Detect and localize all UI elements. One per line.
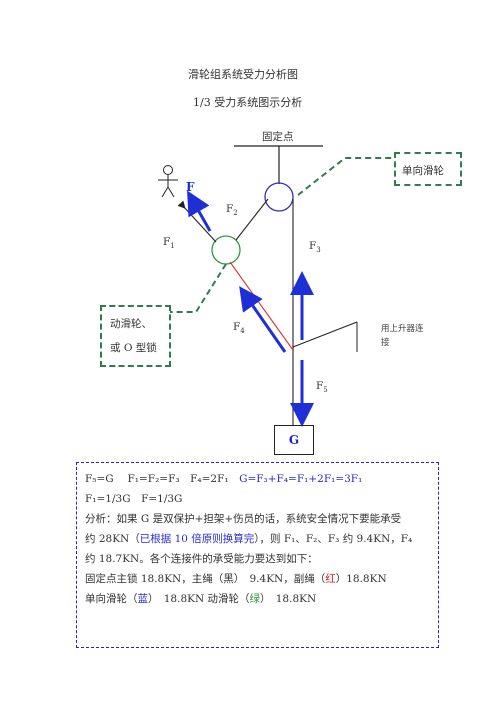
force-F3-label: F3 [309,240,321,255]
fixed-pulley [264,182,294,212]
lifter-label-1: 用上升器连 [381,324,424,334]
lifter-connector [292,321,358,348]
lifter-label-2: 接 [381,338,390,348]
movable-pulley-label-2: 或 O 型锁 [110,342,157,354]
fixed-point-label: 固定点 [262,131,294,143]
movable-pulley-label-1: 动滑轮、 [110,318,152,330]
force-F5-label: F5 [316,380,328,395]
page-subtitle: 1/3 受力系统图示分析 [193,96,303,109]
analysis-line-2: F₁=1/3G F=1/3G [85,493,183,505]
arrow-F4 [239,286,287,353]
analysis-line-5: 约 18.7KN。各个连接件的承受能力要达到如下： [85,553,318,565]
person-icon [158,165,178,198]
force-F-label: F [186,180,195,194]
analysis-line-3: 分析：如果 G 是双保护+担架+伤员的话，系统安全情况下要能承受 [85,513,402,525]
leader-one-way-pulley [297,157,394,196]
force-F1-label: F1 [163,236,175,251]
force-F2-label: F2 [226,203,238,218]
analysis-line-7: 单向滑轮（蓝） 18.8KN 动滑轮（绿） 18.8KN [85,593,317,605]
analysis-line-4: 约 28KN（已根据 10 倍原则换算完），则 F₁、F₂、F₃ 约 9.4KN… [85,533,413,545]
arrow-F [187,190,212,232]
analysis-line-1: F₅=G F₁=F₂=F₃ F₄=2F₁ G=F₃+F₄=F₁+2F₁=3F₁ [85,473,363,485]
movable-pulley [211,235,241,265]
analysis-box: F₅=G F₁=F₂=F₃ F₄=2F₁ G=F₃+F₄=F₁+2F₁=3F₁ … [76,462,439,648]
page-title: 滑轮组系统受力分析图 [188,68,298,81]
load-G-box: G [274,425,314,455]
rope-F2 [235,198,269,241]
force-F4-label: F4 [233,321,245,336]
analysis-line-6: 固定点主锁 18.8KN，主绳（黑） 9.4KN，副绳（红）18.8KN [85,573,387,585]
movable-pulley-box: 动滑轮、 或 O 型锁 [100,305,171,367]
one-way-pulley-box: 单向滑轮 [394,152,462,186]
one-way-pulley-label: 单向滑轮 [402,165,444,177]
leader-movable-pulley [170,263,227,313]
load-G-label: G [288,433,300,447]
aux-rope-red [229,261,294,351]
